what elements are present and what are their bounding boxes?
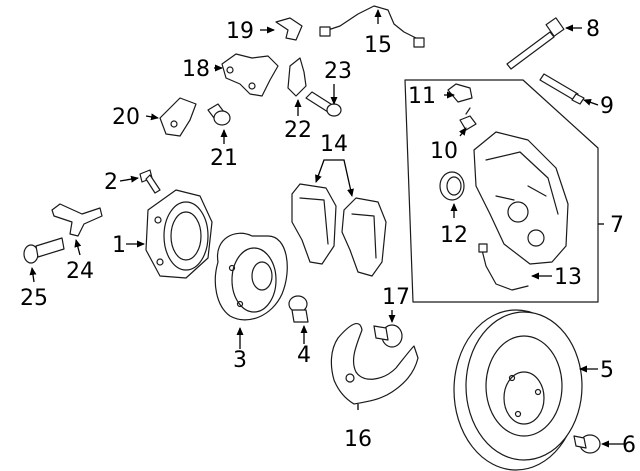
part-20-bracket (159, 97, 197, 137)
part-19-clip (275, 17, 303, 41)
callout-6: 6 (622, 433, 636, 458)
part-13-wear-sensor (478, 243, 529, 291)
part-23-bolt (305, 91, 342, 117)
part-18-cable-bracket (221, 53, 279, 97)
callout-16: 16 (344, 427, 372, 452)
callout-18: 18 (182, 57, 210, 82)
part-17-bolt (373, 324, 403, 348)
leader-lines (29, 9, 624, 448)
part-15-sensor-cable (319, 5, 425, 48)
callout-19: 19 (226, 19, 254, 44)
part-6-bolt (573, 434, 601, 454)
part-7-caliper (473, 131, 569, 265)
callout-9: 9 (600, 94, 614, 119)
part-11-cap (447, 83, 473, 103)
callout-24: 24 (66, 259, 94, 284)
callout-13: 13 (554, 265, 582, 290)
part-2-bolt (139, 169, 161, 194)
part-3-hub-flange (214, 232, 288, 321)
callout-25: 25 (20, 286, 48, 311)
part-5-brake-disc (453, 309, 583, 471)
callout-15: 15 (364, 33, 392, 58)
callout-1: 1 (112, 233, 126, 258)
part-21-bolt (207, 103, 231, 126)
part-9-pin (539, 73, 585, 105)
callout-12: 12 (440, 223, 468, 248)
callout-21: 21 (210, 146, 238, 171)
part-12-seal (439, 171, 465, 201)
part-22-bracket (287, 57, 307, 97)
callout-22: 22 (284, 118, 312, 143)
callout-2: 2 (104, 170, 118, 195)
part-14-brake-pads (291, 183, 387, 277)
callout-20: 20 (112, 105, 140, 130)
callout-4: 4 (297, 343, 311, 368)
callout-5: 5 (600, 358, 614, 383)
part-8-guide-pin (506, 17, 565, 70)
part-25-bolt (23, 237, 65, 264)
callout-14: 14 (320, 132, 348, 157)
callout-11: 11 (408, 84, 436, 109)
part-4-bolt (288, 295, 309, 323)
part-24-bracket (51, 203, 103, 237)
part-16-dust-shield (330, 322, 419, 405)
callout-3: 3 (233, 348, 247, 373)
callout-8: 8 (586, 17, 600, 42)
callout-23: 23 (324, 59, 352, 84)
callout-10: 10 (430, 139, 458, 164)
part-10-bleeder (459, 107, 477, 131)
part-1-hub-bearing (145, 189, 213, 279)
callout-labels: 1 2 3 4 5 6 7 8 9 10 11 12 13 14 15 16 1… (20, 17, 636, 458)
caliper-group-frame (404, 79, 599, 303)
callout-17: 17 (382, 285, 410, 310)
callout-7: 7 (610, 213, 624, 238)
